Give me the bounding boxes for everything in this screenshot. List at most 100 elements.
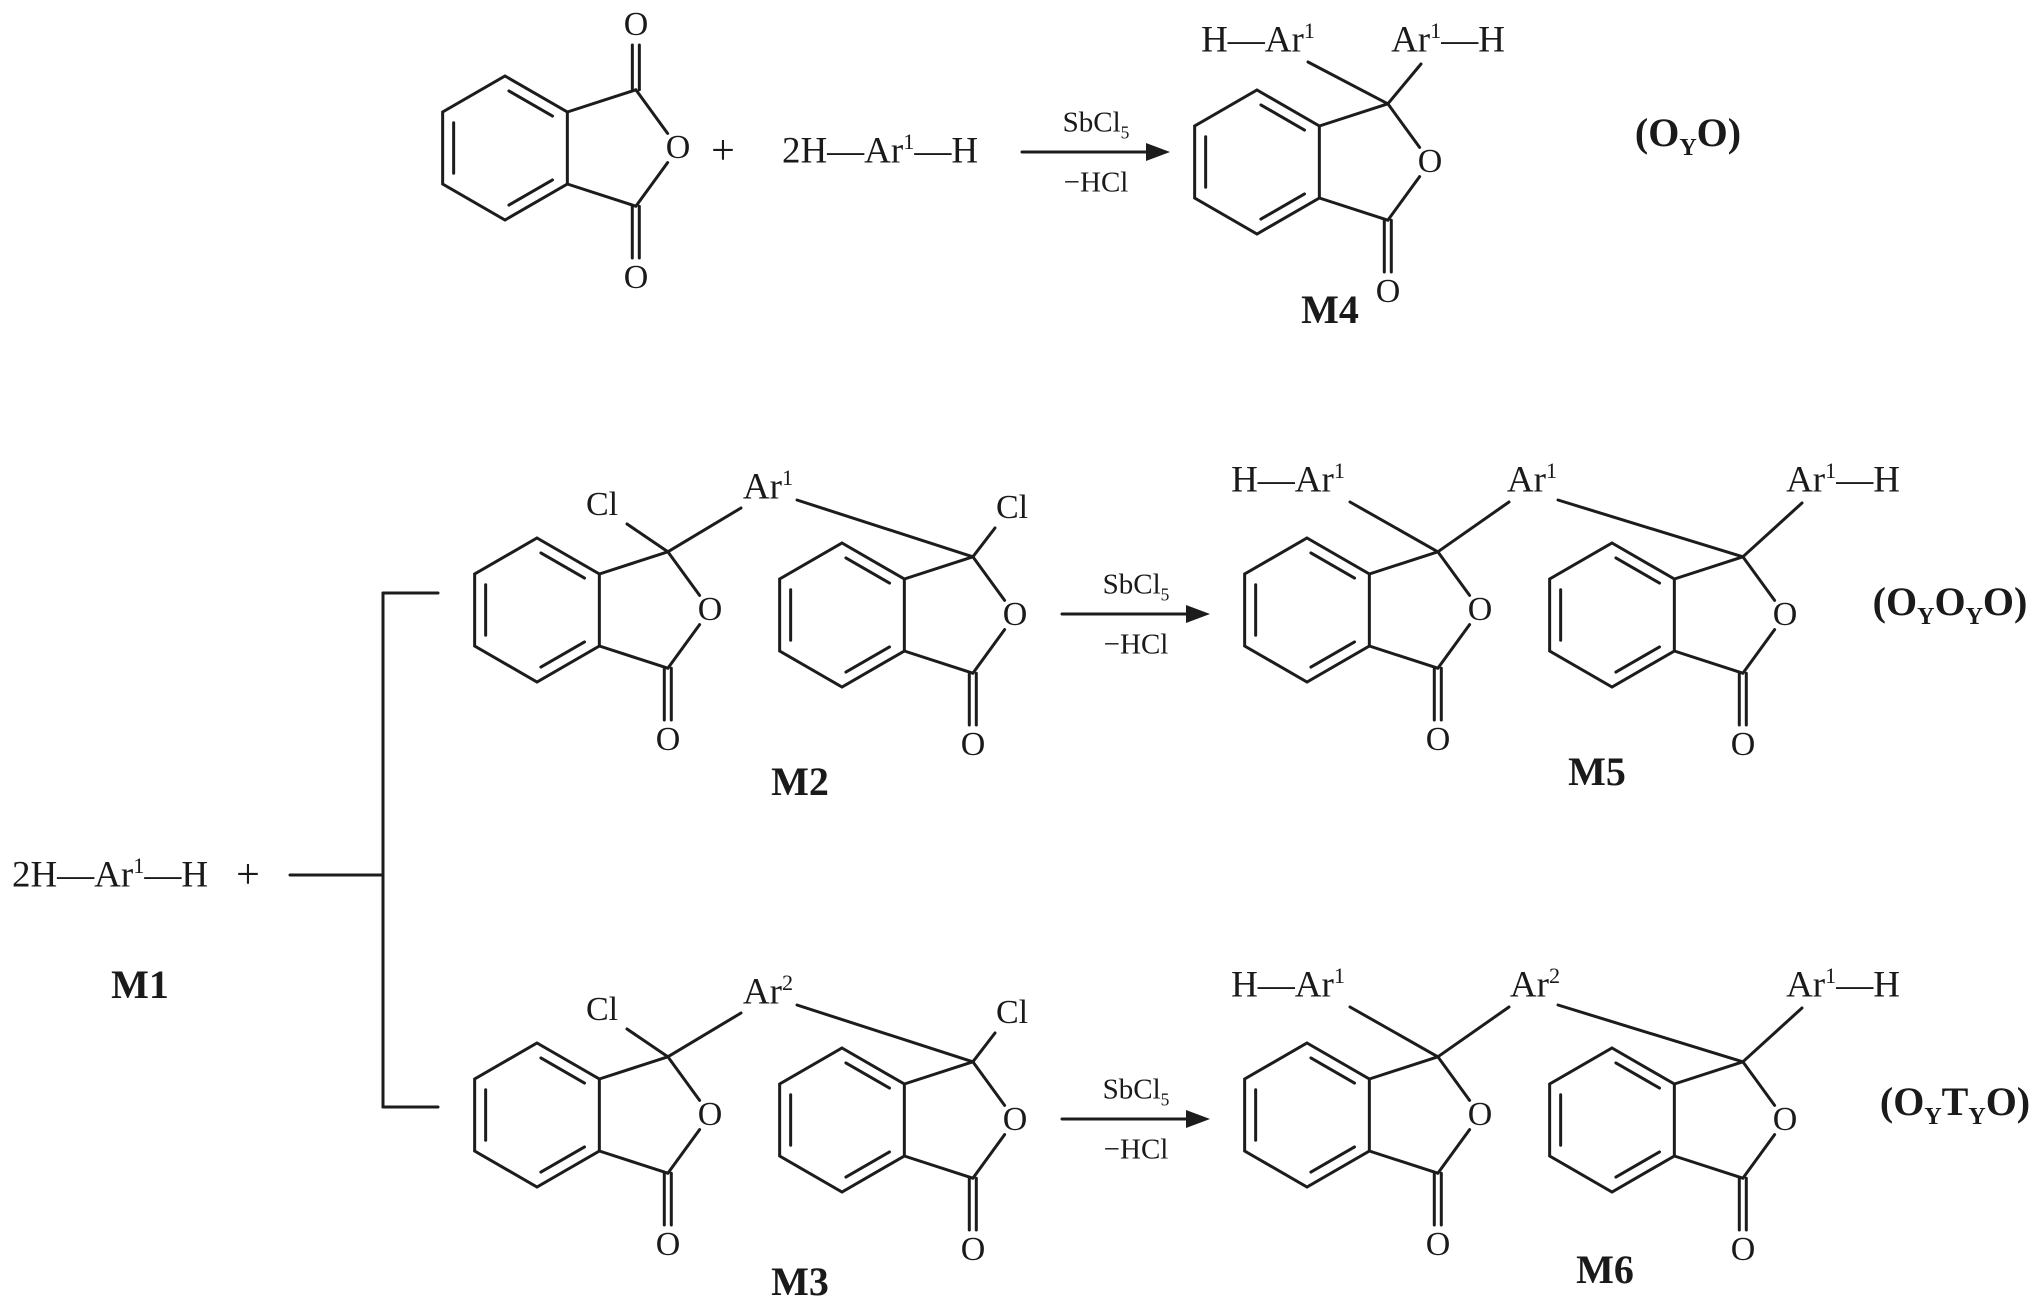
ar-h-sup: 1 [1430, 18, 1442, 44]
oyo-product-code: (OYO) [1634, 110, 1741, 161]
branch-plus-sign: + [236, 852, 260, 898]
m4-core [1193, 88, 1422, 274]
m3-left-cl-bond [625, 1027, 670, 1059]
oyoyo-product-code: (OYOYO) [1873, 579, 2028, 630]
code-part: O [1934, 579, 1966, 624]
m5-label: M5 [1568, 749, 1626, 794]
anhydride-bottom-oxygen: O [623, 259, 649, 296]
m2-label: M2 [771, 759, 829, 804]
m3-left-carbonyl-oxygen: O [655, 1226, 681, 1263]
m2-left-core [473, 536, 702, 722]
h-ar-sup: 1 [1333, 963, 1345, 989]
ar-sup: 1 [1545, 458, 1558, 484]
m3-left-ar-bond [666, 1011, 743, 1059]
m2-bridge-bond [795, 498, 975, 559]
reaction2-catalyst-label: SbCl5 [1102, 568, 1170, 603]
h-ar-sup: 1 [1333, 458, 1345, 484]
ar-sup: 2 [781, 970, 794, 996]
code-part: T [1941, 1079, 1969, 1124]
m6-substituent-bonds [1348, 1003, 1804, 1064]
reaction1-catalyst-label: SbCl5 [1062, 106, 1130, 141]
m5-left-terminal-label: H—Ar1 [1231, 459, 1345, 501]
code-part: (O [1879, 1079, 1925, 1124]
h-ar-pre: H—Ar [1231, 459, 1334, 501]
m4-left-terminal-label: H—Ar1 [1201, 19, 1315, 61]
h-ar-pre: H—Ar [1201, 19, 1304, 61]
m3-substituent-bonds [625, 1003, 997, 1064]
m5-left-core [1243, 536, 1472, 722]
monomer-sup: 1 [133, 853, 145, 879]
m6-left-terminal-label: H—Ar1 [1231, 964, 1345, 1006]
reaction2-arrow [1060, 605, 1210, 623]
m2-left-cl-bond [625, 522, 670, 554]
code-sub: Y [1917, 604, 1935, 630]
m4-ring-oxygen: O [1417, 143, 1443, 180]
m6-left-ring-oxygen: O [1467, 1096, 1493, 1133]
m5-left-ring-oxygen: O [1467, 591, 1493, 628]
arrowhead [1186, 605, 1210, 623]
anhydride-ring-oxygen: O [665, 129, 691, 166]
arrowhead [1146, 143, 1170, 161]
m3-left-ring-oxygen: O [697, 1096, 723, 1133]
branch-bracket [288, 591, 440, 1109]
reaction1-arrow [1020, 143, 1170, 161]
m2-left-chlorine: Cl [585, 486, 619, 523]
m2-bridge-ar1-label: Ar1 [743, 467, 793, 506]
m2-substituent-bonds [625, 498, 997, 559]
h-ar-pre: H—Ar [1231, 964, 1334, 1006]
ar-h-sup: 1 [1825, 963, 1837, 989]
m6-left-bridge-bond [1436, 1005, 1511, 1059]
m6-left-terminal-bond [1348, 1005, 1440, 1059]
phthalic-anhydride-core [441, 74, 670, 260]
m2-left-ring-oxygen: O [697, 591, 723, 628]
anhydride-top-carbonyl [630, 43, 641, 92]
reaction3-arrow [1060, 1110, 1210, 1128]
m6-right-core [1548, 1046, 1777, 1232]
m3-bridge-bond [795, 1003, 975, 1064]
code-sub: Y [1679, 135, 1697, 161]
anhydride-top-oxygen: O [623, 6, 649, 43]
m6-right-carbonyl-oxygen: O [1730, 1231, 1756, 1268]
m4-right-ar-bond [1386, 62, 1423, 106]
m3-right-cl-bond [971, 1031, 997, 1064]
ar-base: Ar [1506, 459, 1546, 501]
ar-h-post: —H [1836, 964, 1900, 1006]
m5-left-carbonyl-oxygen: O [1425, 721, 1451, 758]
m6-right-terminal-label: Ar1—H [1786, 964, 1900, 1006]
m1-label: M1 [111, 962, 169, 1007]
m1-monomer-formula: 2H—Ar1—H [12, 855, 208, 894]
code-sub: Y [1965, 604, 1983, 630]
reaction1-monomer-formula: 2H—Ar1—H [781, 130, 978, 172]
ar-h-base: Ar [1391, 19, 1431, 61]
catalyst-base: SbCl [1102, 568, 1161, 601]
m3-right-core [778, 1046, 1007, 1232]
code-part: (O [1634, 110, 1680, 155]
m3-left-chlorine: Cl [585, 991, 619, 1028]
code-part: O) [1985, 1079, 2031, 1124]
m2-right-carbonyl-oxygen: O [960, 726, 986, 763]
m5-right-terminal-label: Ar1—H [1786, 459, 1900, 501]
m4-carbonyl-oxygen: O [1375, 273, 1401, 310]
arrowhead [1186, 1110, 1210, 1128]
m6-left-carbonyl-oxygen: O [1425, 1226, 1451, 1263]
reaction1-byproduct-label: −HCl [1063, 166, 1129, 199]
monomer-sup: 1 [903, 129, 915, 155]
m3-right-carbonyl-oxygen: O [960, 1231, 986, 1268]
monomer-pre: 2H—Ar [781, 130, 904, 172]
reaction2-byproduct-label: −HCl [1103, 628, 1169, 661]
m3-right-chlorine: Cl [995, 994, 1029, 1031]
ar-h-base: Ar [1786, 459, 1826, 501]
m5-left-terminal-bond [1348, 500, 1440, 554]
m2-right-chlorine: Cl [995, 489, 1029, 526]
catalyst-base: SbCl [1062, 106, 1121, 139]
code-sub: Y [1968, 1104, 1986, 1130]
m2-right-ring-oxygen: O [1002, 596, 1028, 633]
m6-left-core [1243, 1041, 1472, 1227]
m2-left-carbonyl-oxygen: O [655, 721, 681, 758]
ar-h-post: —H [1836, 459, 1900, 501]
catalyst-sub: 5 [1120, 122, 1130, 143]
m5-right-carbonyl-oxygen: O [1730, 726, 1756, 763]
catalyst-base: SbCl [1102, 1073, 1161, 1106]
ar-sup: 1 [781, 465, 794, 491]
